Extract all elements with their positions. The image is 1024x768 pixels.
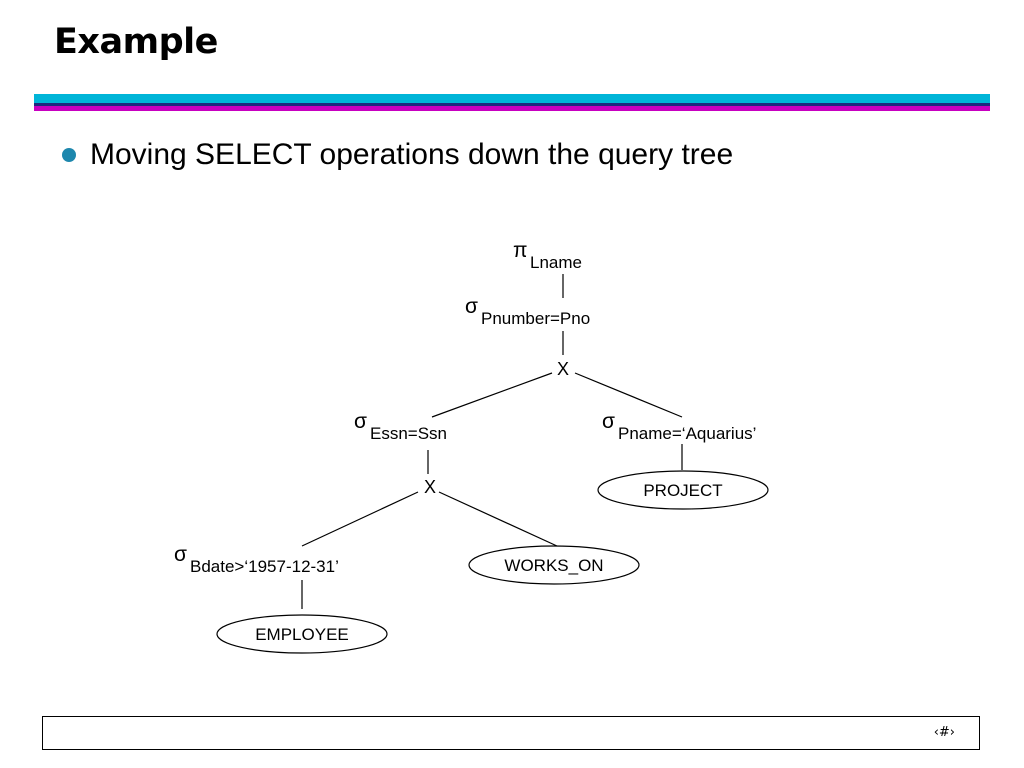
node-project-op: π Lname (513, 239, 582, 272)
sigma-symbol: σ (354, 410, 367, 433)
bullet-item: Moving SELECT operations down the query … (62, 138, 733, 172)
sigma-symbol: σ (465, 295, 478, 318)
edge-cross-essn (431, 372, 553, 418)
sigma-symbol: σ (602, 410, 615, 433)
title-rule-cyan (34, 94, 990, 103)
sigma-symbol: σ (174, 543, 187, 566)
cross-product-top: X (557, 359, 569, 379)
title-rule-navy (34, 103, 990, 106)
relation-project: PROJECT (597, 470, 769, 510)
page-number: ‹#› (933, 725, 955, 740)
title-rule-magenta (34, 106, 990, 111)
select-essn-subscript: Essn=Ssn (370, 424, 447, 443)
bullet-text: Moving SELECT operations down the query … (90, 138, 734, 171)
select-pname-subscript: Pname=‘Aquarius’ (618, 424, 756, 443)
footer-box: ‹#› (42, 716, 980, 750)
bullet-dot-icon (62, 148, 76, 162)
pi-symbol: π (513, 239, 528, 262)
relation-employee-label: EMPLOYEE (255, 625, 349, 644)
slide-title: Example (54, 22, 218, 62)
tree-edges (301, 274, 683, 609)
node-select-pnumber: σ Pnumber=Pno (465, 295, 590, 328)
edge-cross-bdate (301, 491, 419, 547)
relation-project-label: PROJECT (643, 481, 722, 500)
edge-cross-workson (438, 491, 558, 547)
relation-works-on-label: WORKS_ON (504, 556, 603, 575)
edge-cross-pname (574, 372, 683, 418)
node-select-bdate: σ Bdate>‘1957-12-31’ (174, 543, 339, 576)
node-select-essn: σ Essn=Ssn (354, 410, 447, 443)
select-bdate-subscript: Bdate>‘1957-12-31’ (190, 557, 339, 576)
node-select-pname: σ Pname=‘Aquarius’ (602, 410, 756, 443)
relation-works-on: WORKS_ON (468, 545, 640, 585)
cross-product-mid: X (424, 477, 436, 497)
project-subscript: Lname (530, 253, 582, 272)
select-pnumber-subscript: Pnumber=Pno (481, 309, 590, 328)
relation-employee: EMPLOYEE (216, 614, 388, 654)
